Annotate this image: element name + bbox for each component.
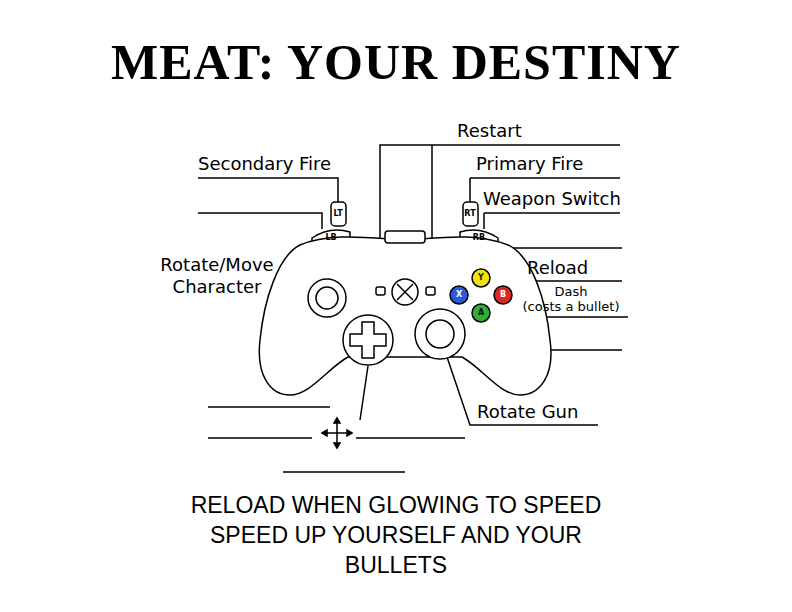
button-label: Dash: [515, 284, 627, 299]
button-marking: B: [495, 289, 511, 301]
button-marking: X: [451, 289, 467, 301]
leader-line: [360, 366, 368, 420]
leader-lines: [198, 145, 628, 472]
right-stick-cap: [426, 320, 454, 348]
y-button: [472, 269, 490, 287]
right-stick: [415, 309, 465, 359]
x-button: [450, 286, 468, 304]
dpad-ring: [343, 315, 393, 365]
arrow-cross: [324, 420, 350, 446]
button-note: (costs a bullet): [515, 299, 627, 314]
blank-line: [208, 407, 465, 472]
button-marking: A: [473, 307, 489, 319]
right-trigger: [463, 202, 478, 226]
caption-note: RELOAD WHEN GLOWING TO SPEED SPEED UP YO…: [186, 490, 606, 580]
leader-line: [198, 178, 338, 202]
page-title: MEAT: YOUR DESTINY: [20, 34, 772, 90]
button-marking: RT: [462, 208, 478, 220]
dpad-arrows: [322, 418, 352, 448]
arrow-heads: [322, 418, 352, 448]
button-marking: RB: [471, 232, 487, 244]
button-marking: LT: [330, 208, 346, 220]
button-marking: LB: [323, 232, 339, 244]
guide-logo: [397, 284, 413, 300]
controller-body: [259, 237, 551, 395]
start-button: [426, 287, 435, 295]
button-label: Weapon Switch: [483, 188, 621, 210]
left-stick: [308, 279, 346, 317]
back-button: [376, 287, 385, 295]
button-marking: Y: [473, 272, 489, 284]
a-button: [472, 304, 490, 322]
dpad: [350, 322, 386, 358]
button-label: Rotate Gun: [477, 401, 578, 423]
button-label: Restart: [457, 120, 522, 142]
button-label: Secondary Fire: [198, 153, 331, 175]
leader-line: [198, 213, 322, 229]
left-trigger: [331, 202, 346, 226]
top-port: [385, 231, 425, 243]
left-stick-cap: [316, 287, 338, 309]
button-label: Reload: [527, 257, 588, 279]
b-button: [494, 286, 512, 304]
button-label: Rotate/Move Character: [147, 254, 287, 298]
controller: [259, 202, 551, 395]
button-label: Primary Fire: [476, 153, 583, 175]
leader-line: [484, 213, 620, 229]
guide-button: [392, 279, 418, 305]
